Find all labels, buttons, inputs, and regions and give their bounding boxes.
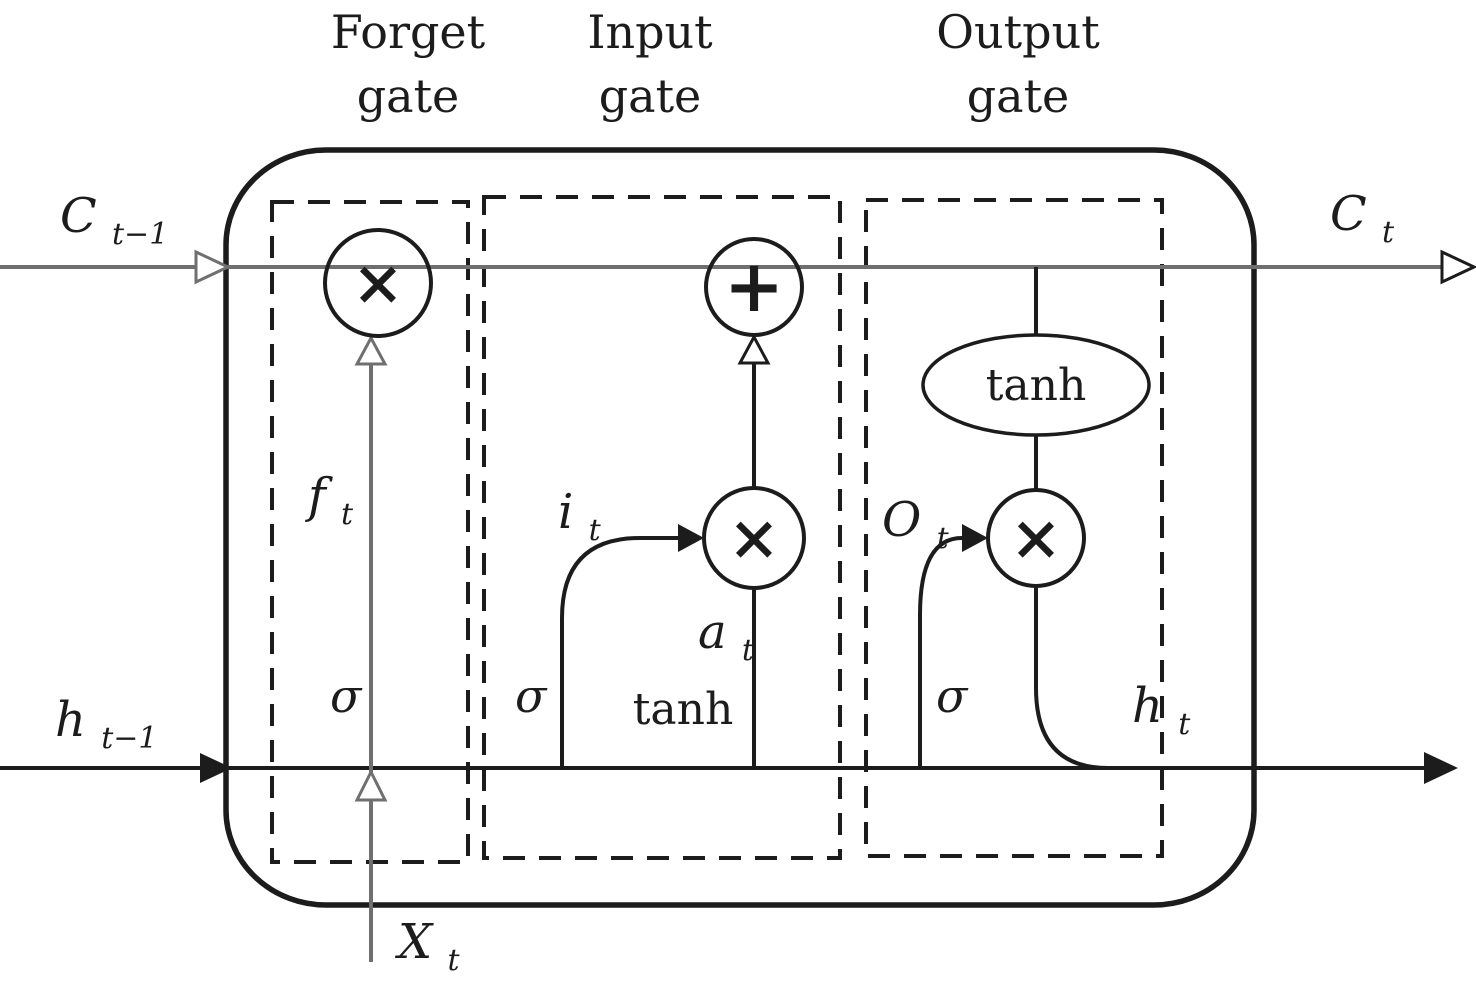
forget-multiply-input-arrowhead — [354, 334, 388, 366]
input-gate-box — [482, 195, 842, 860]
hidden-state-out-label: h t — [1132, 678, 1191, 742]
forget-activation-sub: t — [341, 497, 354, 532]
output-multiply-left-arrowhead — [962, 524, 988, 552]
input-gate-title-line1: Input — [587, 5, 713, 59]
input-gate-sigma-path — [560, 536, 678, 768]
input-gate-title-line2: gate — [599, 69, 702, 123]
add-symbol: + — [724, 243, 784, 328]
output-activation-base: O — [882, 492, 921, 548]
cell-state-out-label: C t — [1330, 186, 1395, 250]
output-gate-title-line2: gate — [967, 69, 1070, 123]
forget-gate-title-line2: gate — [357, 69, 460, 123]
input-vector-base: X — [394, 914, 434, 970]
output-activation-sub: t — [937, 521, 950, 556]
output-activation-label: O t — [882, 492, 950, 556]
cell-state-out-sub: t — [1382, 215, 1395, 250]
cell-state-in-sub: t−1 — [112, 217, 168, 252]
output-multiply-symbol: × — [1010, 501, 1062, 574]
hidden-state-in-base: h — [55, 692, 86, 748]
output-to-hidden-curve — [1034, 586, 1109, 770]
hidden-state-exit-arrowhead — [1424, 752, 1458, 784]
output-tanh-label: tanh — [986, 360, 1087, 411]
cell-state-entry-arrowhead — [194, 249, 232, 285]
output-tanh-node — [921, 333, 1151, 437]
candidate-activation-label: a t — [698, 604, 755, 668]
input-activation-base: i — [558, 484, 573, 540]
candidate-activation-sub: t — [742, 633, 755, 668]
cell-state-in-base: C — [60, 188, 97, 244]
input-multiply-symbol: × — [728, 501, 780, 574]
hidden-state-entry-arrowhead — [200, 753, 232, 783]
input-vector-sub: t — [447, 943, 460, 978]
input-multiply-left-arrowhead — [678, 524, 704, 552]
hidden-state-in-label: h t−1 — [55, 692, 157, 756]
input-activation-sub: t — [589, 513, 602, 548]
input-activation-label: i t — [558, 484, 602, 548]
output-multiply-node — [986, 488, 1086, 588]
add-node-input-arrowhead — [737, 333, 771, 365]
lstm-cell-body — [223, 147, 1257, 908]
cell-state-exit-arrowhead — [1440, 249, 1476, 285]
output-sigma-label: σ — [936, 669, 969, 723]
forget-gate-title-line1: Forget — [331, 5, 486, 59]
cell-state-out-base: C — [1330, 186, 1367, 242]
forget-activation-base: f — [305, 468, 333, 524]
output-gate-box — [864, 198, 1164, 858]
xt-crossing-arrowhead — [354, 768, 388, 802]
cell-state-in-label: C t−1 — [60, 188, 168, 252]
forget-multiply-symbol: × — [352, 246, 404, 319]
candidate-activation-base: a — [698, 604, 727, 660]
hidden-state-in-sub: t−1 — [101, 721, 157, 756]
forget-sigma-label: σ — [330, 669, 363, 723]
input-tanh-label: tanh — [633, 684, 734, 735]
hidden-state-out-base: h — [1132, 678, 1163, 734]
output-gate-title-line1: Output — [936, 5, 1100, 59]
input-vector-label: X t — [394, 914, 460, 978]
output-gate-sigma-path — [918, 536, 963, 768]
forget-activation-label: f t — [305, 468, 354, 532]
input-multiply-node — [702, 486, 806, 590]
forget-multiply-node — [323, 228, 433, 338]
input-sigma-label: σ — [515, 669, 548, 723]
add-node — [704, 237, 804, 337]
hidden-state-out-sub: t — [1178, 707, 1191, 742]
